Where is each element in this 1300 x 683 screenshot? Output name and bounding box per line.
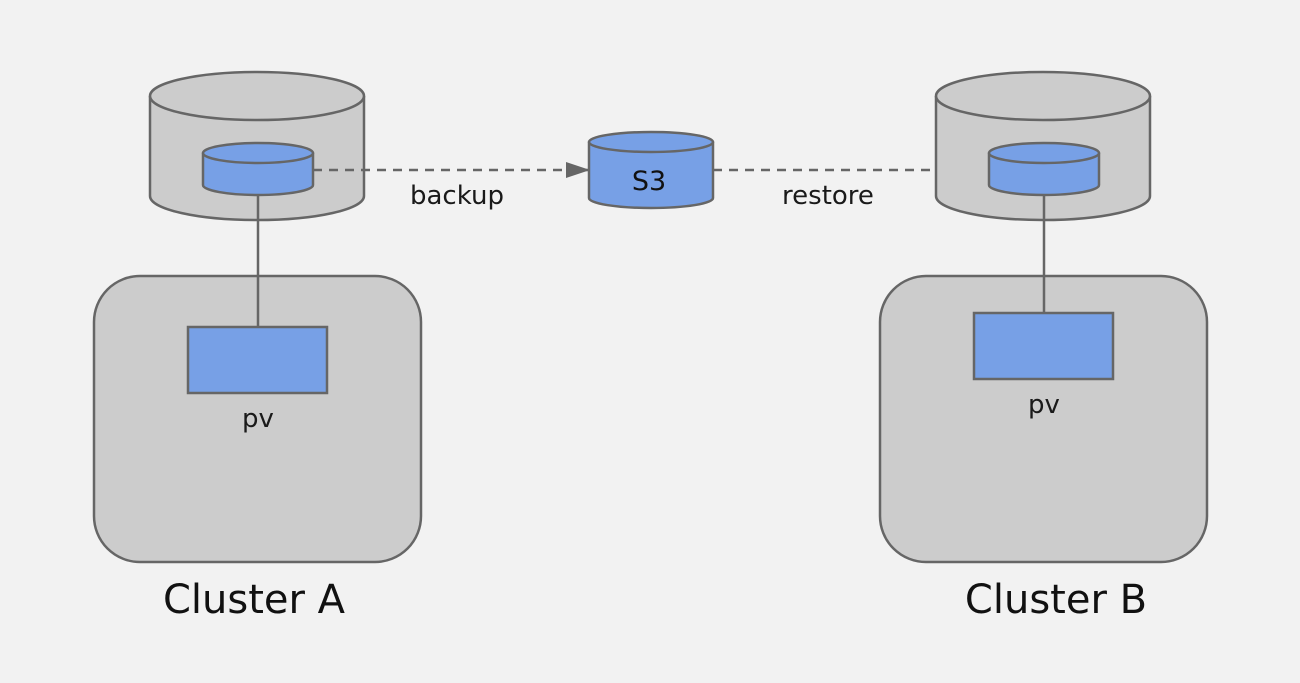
restore-label: restore [782,181,874,211]
pv-box-a [186,325,329,395]
s3-label: S3 [632,166,666,197]
cluster-a-label: Cluster A [163,577,346,623]
s3-bucket [587,130,715,210]
pv-label-b: pv [1028,390,1060,420]
pv-label-a: pv [242,404,274,434]
volume-cylinder-b [987,141,1101,197]
cluster-b-label: Cluster B [965,577,1147,623]
volume-cylinder-a [201,141,315,197]
backup-label: backup [410,181,504,211]
pv-box-b [972,311,1115,381]
